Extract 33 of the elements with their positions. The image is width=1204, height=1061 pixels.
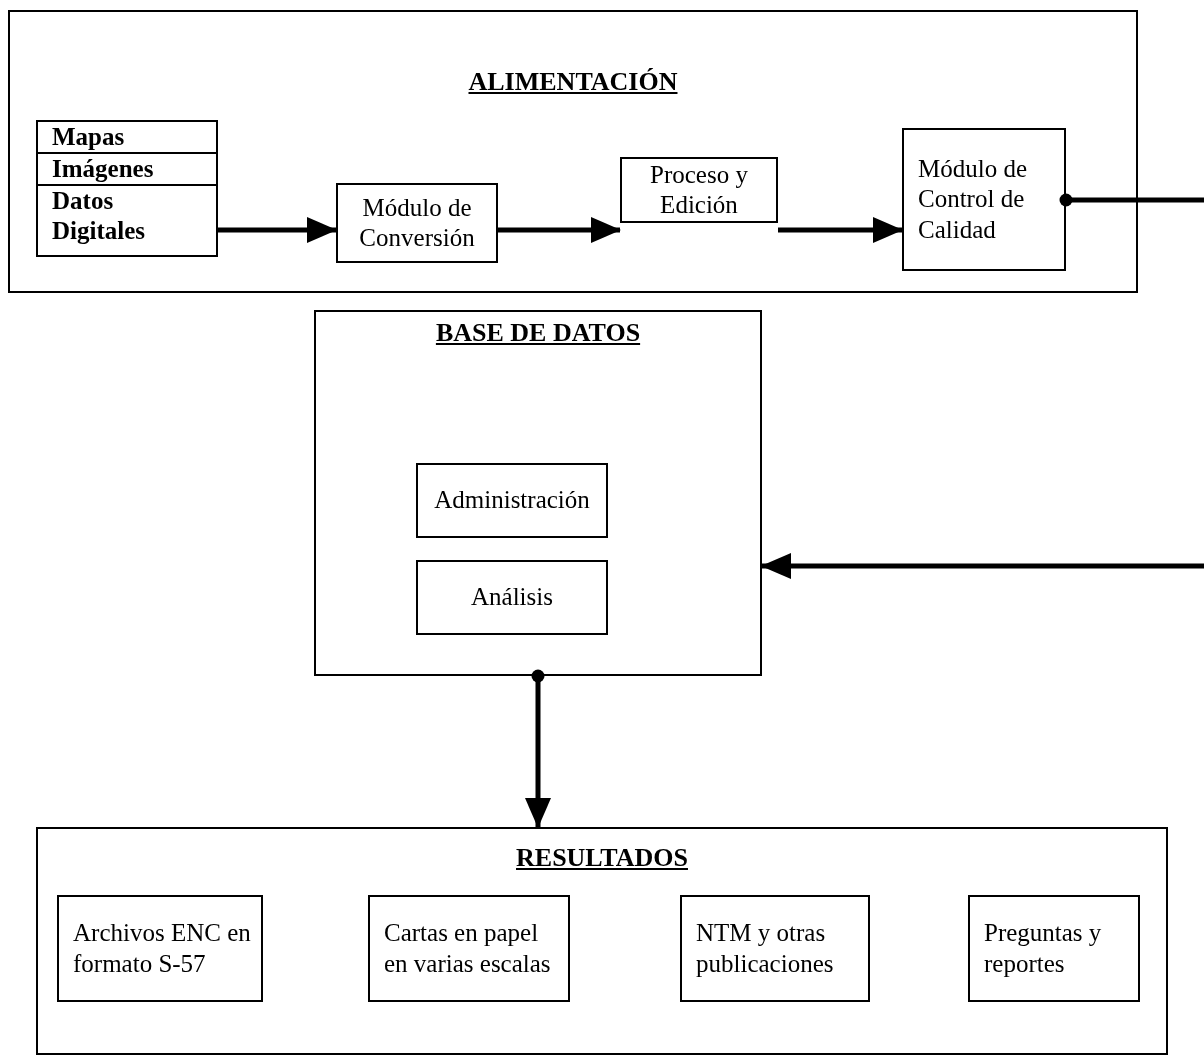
- process-box: [968, 895, 1140, 1002]
- box-label: Módulo de Control de Calidad: [918, 153, 1029, 245]
- process-box: [902, 128, 1066, 271]
- box-label: Preguntas y reportes: [984, 918, 1103, 979]
- arrow: [525, 669, 551, 828]
- process-box: [416, 463, 608, 538]
- group-box: [36, 827, 1168, 1055]
- list-item: Datos Digitales: [51, 186, 147, 246]
- box-label: Archivos ENC en formato S-57: [73, 918, 252, 979]
- box-label: Administración: [434, 485, 590, 516]
- process-box: [368, 895, 570, 1002]
- group-box: [8, 10, 1138, 293]
- section-title: BASE DE DATOS: [435, 318, 641, 348]
- list-item: Mapas: [38, 122, 216, 154]
- section-title: RESULTADOS: [516, 843, 688, 873]
- process-box: [680, 895, 870, 1002]
- box-label: Análisis: [471, 582, 553, 613]
- box-label: Proceso y Edición: [649, 159, 749, 220]
- section-title: ALIMENTACIÓN: [468, 67, 678, 97]
- input-list-box: [36, 120, 218, 257]
- process-box: [336, 183, 498, 263]
- arrow: [778, 217, 903, 243]
- list-item: Imágenes: [38, 154, 216, 186]
- group-box: [314, 310, 762, 676]
- box-label: NTM y otras publicaciones: [696, 918, 835, 979]
- process-box: [57, 895, 263, 1002]
- box-label: Cartas en papel en varias escalas: [384, 918, 552, 979]
- box-label: Módulo de Conversión: [358, 192, 476, 253]
- arrow: [761, 553, 1204, 579]
- arrow: [498, 217, 621, 243]
- process-box: [416, 560, 608, 635]
- process-box: [620, 157, 778, 223]
- arrow: [218, 217, 337, 243]
